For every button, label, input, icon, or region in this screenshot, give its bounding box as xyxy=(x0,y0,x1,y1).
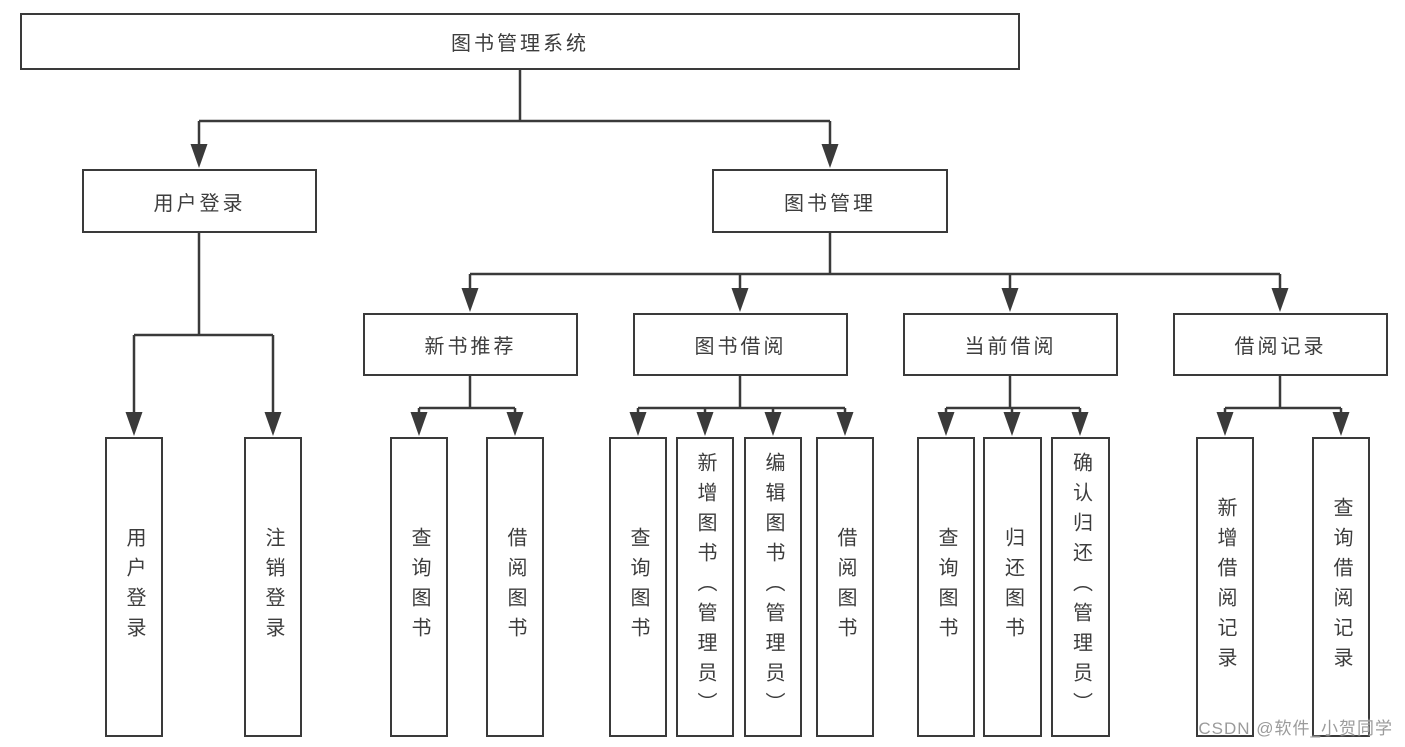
node-current-borrow-label: 当前借阅 xyxy=(964,336,1057,358)
leaf-records-add-record: 新增借阅记录 xyxy=(1196,437,1254,737)
node-root-label: 图书管理系统 xyxy=(451,33,589,55)
leaf-current-confirm-return-admin-label: 确认归还（管理员） xyxy=(1069,452,1092,722)
leaf-current-query-book: 查询图书 xyxy=(917,437,975,737)
leaf-borrow-borrow-book: 借阅图书 xyxy=(816,437,874,737)
leaf-user-login: 用户登录 xyxy=(105,437,163,737)
leaf-current-return-book: 归还图书 xyxy=(983,437,1042,737)
leaf-borrow-edit-book-admin: 编辑图书（管理员） xyxy=(744,437,802,737)
node-borrow-records: 借阅记录 xyxy=(1173,313,1388,376)
leaf-borrow-query-book-label: 查询图书 xyxy=(627,527,649,647)
node-current-borrow: 当前借阅 xyxy=(903,313,1118,376)
leaf-logout-label: 注销登录 xyxy=(262,527,284,647)
node-new-book-recommend: 新书推荐 xyxy=(363,313,578,376)
leaf-logout: 注销登录 xyxy=(244,437,302,737)
leaf-borrow-add-book-admin: 新增图书（管理员） xyxy=(676,437,734,737)
leaf-borrow-add-book-admin-label: 新增图书（管理员） xyxy=(694,452,716,722)
leaf-borrow-borrow-book-label: 借阅图书 xyxy=(834,527,856,647)
node-borrow-records-label: 借阅记录 xyxy=(1234,336,1327,358)
leaf-recommend-borrow-book-label: 借阅图书 xyxy=(504,527,526,647)
leaf-records-query-record-label: 查询借阅记录 xyxy=(1330,497,1352,677)
leaf-records-query-record: 查询借阅记录 xyxy=(1312,437,1370,737)
leaf-records-add-record-label: 新增借阅记录 xyxy=(1214,497,1236,677)
leaf-recommend-query-book-label: 查询图书 xyxy=(408,527,430,647)
node-user-login-label: 用户登录 xyxy=(153,192,246,215)
node-user-login-module: 用户登录 xyxy=(82,169,317,233)
arrowheads-group xyxy=(125,144,1350,436)
leaf-recommend-query-book: 查询图书 xyxy=(390,437,448,737)
node-book-management-label: 图书管理 xyxy=(784,192,876,215)
node-new-book-recommend-label: 新书推荐 xyxy=(424,336,517,358)
leaf-user-login-label: 用户登录 xyxy=(123,527,145,647)
csdn-watermark: CSDN @软件_小贺同学 xyxy=(1198,719,1393,738)
node-root-system: 图书管理系统 xyxy=(20,13,1020,70)
node-book-management: 图书管理 xyxy=(712,169,948,233)
leaf-recommend-borrow-book: 借阅图书 xyxy=(486,437,544,737)
leaf-current-confirm-return-admin: 确认归还（管理员） xyxy=(1051,437,1110,737)
node-book-borrow-label: 图书借阅 xyxy=(694,336,787,358)
leaf-current-query-book-label: 查询图书 xyxy=(935,527,957,647)
leaf-borrow-edit-book-admin-label: 编辑图书（管理员） xyxy=(762,452,784,722)
node-book-borrow: 图书借阅 xyxy=(633,313,848,376)
leaf-borrow-query-book: 查询图书 xyxy=(609,437,667,737)
leaf-current-return-book-label: 归还图书 xyxy=(1001,527,1024,647)
